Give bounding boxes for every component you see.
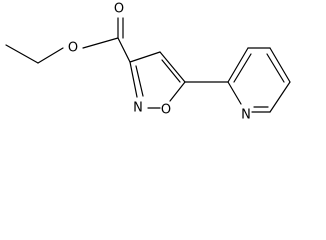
bond-cpy5-cpy4 [269,47,291,83]
bond-c5-o1 [169,81,186,102]
atom-label-o-isoxazole: O [161,103,171,118]
bond-ch3-ch2 [5,44,39,64]
bond-ch2-oester [37,47,64,64]
bond-cpy2-npy [227,81,242,105]
bond-n2-c3-inner [135,65,144,97]
bond-c4-c5 [159,51,186,83]
atom-label-o-ester: O [68,41,78,56]
bond-c3-c4 [129,51,161,63]
atom-label-n-pyridine: N [241,108,251,123]
structure-diagram: O O N O N [5,2,291,123]
bond-cpy3-cpy2 [227,47,249,83]
atom-label-n-isoxazole: N [133,101,143,116]
bond-ccarbonyl-c3 [117,37,131,63]
atom-label-o-carbonyl: O [114,2,124,17]
bond-n2-c3 [129,61,138,98]
bond-cpy6-cpy5 [269,81,291,113]
molecule-drawing: O O N O N [5,2,291,123]
bond-cpy3-cpy2-inner [233,53,252,83]
bond-c4-c5-inner [161,59,181,83]
bond-oester-ccarbonyl [82,37,119,49]
bond-cpy5-cpy4-inner [266,53,285,83]
